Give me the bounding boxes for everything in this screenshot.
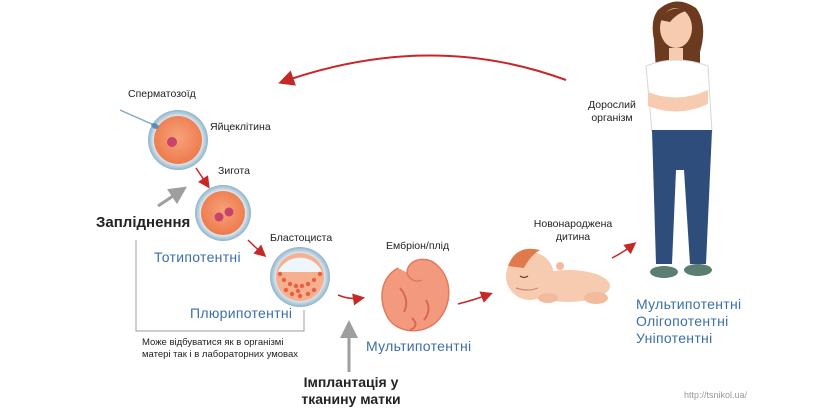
adult-label-line1: Дорослий [588, 99, 636, 111]
adult-potency-unipotent: Уніпотентні [636, 330, 713, 346]
adult-potency-list: Мультипотентні Олігопотентні Уніпотентні [636, 296, 741, 347]
sperm-icon [119, 109, 159, 129]
adult-label: Дорослий організм [576, 99, 648, 125]
blastocyst-label: Бластоциста [270, 232, 333, 244]
fertilization-label: Запліднення [96, 214, 191, 231]
cycle-return-arrow [278, 54, 567, 86]
embryo-icon [381, 258, 450, 332]
zygote-cell-icon [195, 185, 251, 241]
location-note: Може відбуватися як в організмі матері т… [142, 337, 299, 360]
fertilization-arrow [157, 186, 187, 208]
sperm-label: Сперматозоїд [128, 88, 196, 100]
embryo-multipotent-label: Мультипотентні [366, 338, 472, 354]
arrow-blastocyst-to-embryo [337, 293, 365, 306]
newborn-label: Новонароджена дитина [528, 218, 618, 244]
pluripotent-label: Плюрипотентні [190, 305, 293, 321]
newborn-baby-icon [506, 248, 610, 304]
location-bracket [135, 240, 305, 332]
implantation-label-line1: Імплантація у [303, 374, 399, 390]
zygote-label: Зигота [218, 165, 250, 177]
watermark: http://tsnikol.ua/ [684, 390, 748, 400]
adult-woman-icon [645, 1, 713, 278]
adult-potency-oligopotent: Олігопотентні [636, 313, 729, 329]
totipotent-label: Тотипотентні [154, 249, 241, 265]
arrow-newborn-to-adult [611, 242, 637, 259]
egg-label: Яйцеклітина [210, 121, 271, 133]
blastocyst-cell-icon [270, 247, 330, 307]
arrow-zygote-to-blastocyst [247, 239, 267, 257]
arrow-embryo-to-newborn [457, 291, 493, 305]
adult-label-line2: організм [591, 112, 633, 124]
arrow-egg-to-zygote [195, 167, 210, 189]
adult-potency-multipotent: Мультипотентні [636, 296, 742, 312]
embryo-label: Ембріон/плід [386, 240, 450, 252]
newborn-label-line1: Новонароджена [533, 218, 613, 230]
newborn-label-line2: дитина [555, 231, 591, 243]
implantation-label: Імплантація у тканину матки [290, 374, 412, 408]
egg-cell-icon [148, 110, 208, 170]
